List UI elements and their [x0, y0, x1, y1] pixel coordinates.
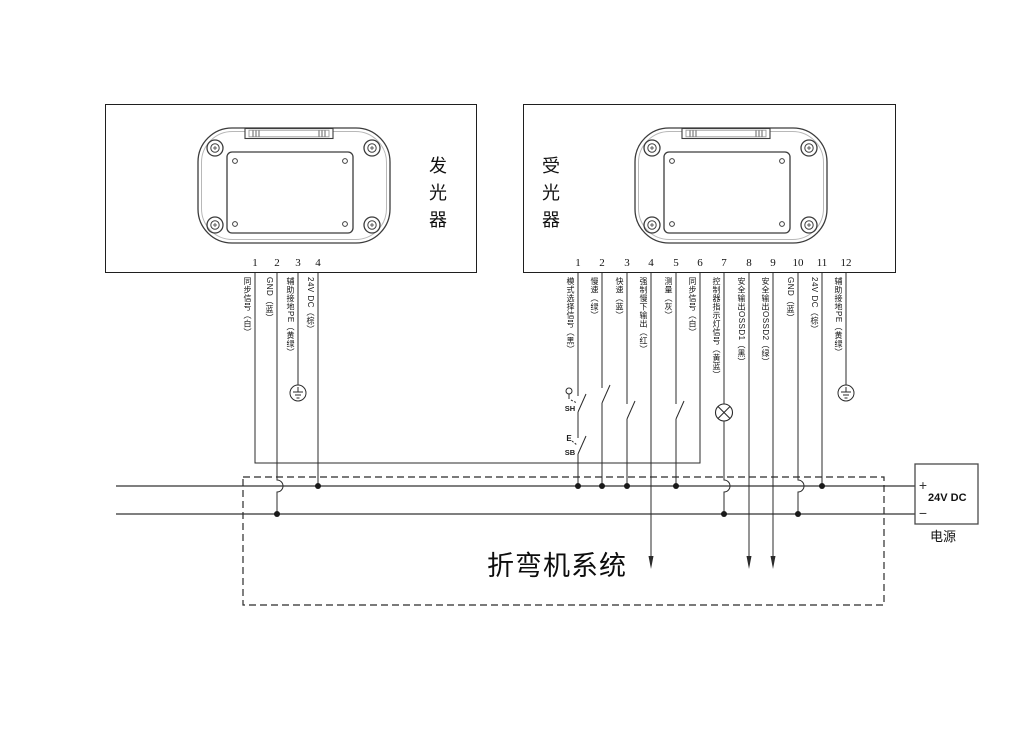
switch-contact: [675, 400, 685, 420]
wire-label: 同步信号（白）: [243, 277, 252, 337]
output-arrow: [746, 556, 752, 569]
junction-dot: [575, 483, 581, 489]
wire-label: 慢速（绿）: [590, 277, 599, 320]
wire-label: 辅助接地PE（黄绿）: [834, 277, 843, 357]
pin-number: 1: [252, 257, 258, 269]
receiver-title: 受光器: [540, 156, 560, 237]
pin-number: 8: [746, 257, 752, 269]
wire-label: GND（蓝）: [265, 277, 274, 322]
wire-label: 快速（蓝）: [615, 277, 624, 320]
earth-ground-icon: [289, 384, 307, 402]
wire-label: 辅助接地PE（黄绿）: [286, 277, 295, 357]
wire-label: 模式选择信号（黑）: [566, 277, 575, 354]
indicator-lamp-icon: [714, 403, 734, 422]
power-supply-box: [914, 463, 979, 525]
wire-label: 强制慢下输出（红）: [639, 277, 648, 354]
plus-terminal-icon: +: [919, 477, 927, 493]
key-switch-icon: [565, 387, 578, 404]
pin-number: 10: [792, 257, 804, 269]
switch-contact: [626, 400, 636, 420]
junction-dot: [673, 483, 679, 489]
switch-contact: [577, 393, 587, 413]
pin-number: 7: [721, 257, 727, 269]
emitter-gnd-wire: [276, 273, 284, 514]
screw-icon: [206, 139, 224, 157]
pin-number: 1: [575, 257, 581, 269]
receiver-gnd-wire: [797, 273, 805, 514]
wire-label: 安全输出OSSD1（黑）: [737, 277, 746, 367]
emitter-title: 发光器: [427, 156, 447, 237]
screw-icon: [363, 216, 381, 234]
junction-dot: [315, 483, 321, 489]
pin-number: 11: [816, 257, 828, 269]
pin-number: 4: [315, 257, 321, 269]
wire-label: 测量（灰）: [664, 277, 673, 320]
wire-label: 24V DC（棕）: [306, 277, 315, 334]
light-curtain-device-graphic: [634, 127, 828, 244]
pin-number: 3: [624, 257, 630, 269]
output-arrow: [648, 556, 654, 569]
output-arrows: [648, 556, 776, 569]
pin-number: 2: [599, 257, 605, 269]
switch-contact: [601, 384, 611, 404]
pin-number: 3: [295, 257, 301, 269]
wire-label: 同步信号（白）: [688, 277, 697, 337]
pin-number: 2: [274, 257, 280, 269]
junction-dot: [599, 483, 605, 489]
receiver-lamp-wire: [723, 273, 731, 514]
pin-number: 6: [697, 257, 703, 269]
junction-dot: [274, 511, 280, 517]
junction-dots: [274, 483, 825, 517]
power-supply-label: 24V DC: [928, 492, 967, 504]
pin-number: 12: [840, 257, 852, 269]
key-switch-label: SH: [565, 404, 575, 413]
pin-number: 5: [673, 257, 679, 269]
connector-tab-icon: [244, 127, 334, 140]
stop-button-link: [571, 440, 578, 446]
power-supply-caption: 电源: [930, 529, 957, 544]
junction-dot: [721, 511, 727, 517]
output-arrow: [770, 556, 776, 569]
stop-button-label: SB: [565, 448, 576, 457]
light-curtain-device-graphic: [197, 127, 391, 244]
screw-icon: [363, 139, 381, 157]
earth-ground-icon: [837, 384, 855, 402]
minus-terminal-icon: −: [919, 505, 927, 521]
power-bus-lines: [116, 485, 915, 515]
pin-number: 4: [648, 257, 654, 269]
sync-wire: [254, 273, 701, 464]
wires: [254, 273, 847, 557]
switch-contact: [577, 435, 587, 455]
junction-dot: [624, 483, 630, 489]
wire-label: 安全输出OSSD2（绿）: [761, 277, 770, 367]
wire-label: 24V DC（棕）: [810, 277, 819, 334]
bending-machine-system-boundary: [242, 476, 885, 606]
screw-icon: [206, 216, 224, 234]
system-title: 折弯机系统: [487, 551, 627, 581]
junction-dot: [819, 483, 825, 489]
wire-label: GND（蓝）: [786, 277, 795, 322]
stop-button-icon: E: [566, 434, 572, 443]
wire-label: 控制器指示灯信号（黄蓝）: [712, 277, 721, 379]
junction-dot: [795, 511, 801, 517]
pin-number: 9: [770, 257, 776, 269]
